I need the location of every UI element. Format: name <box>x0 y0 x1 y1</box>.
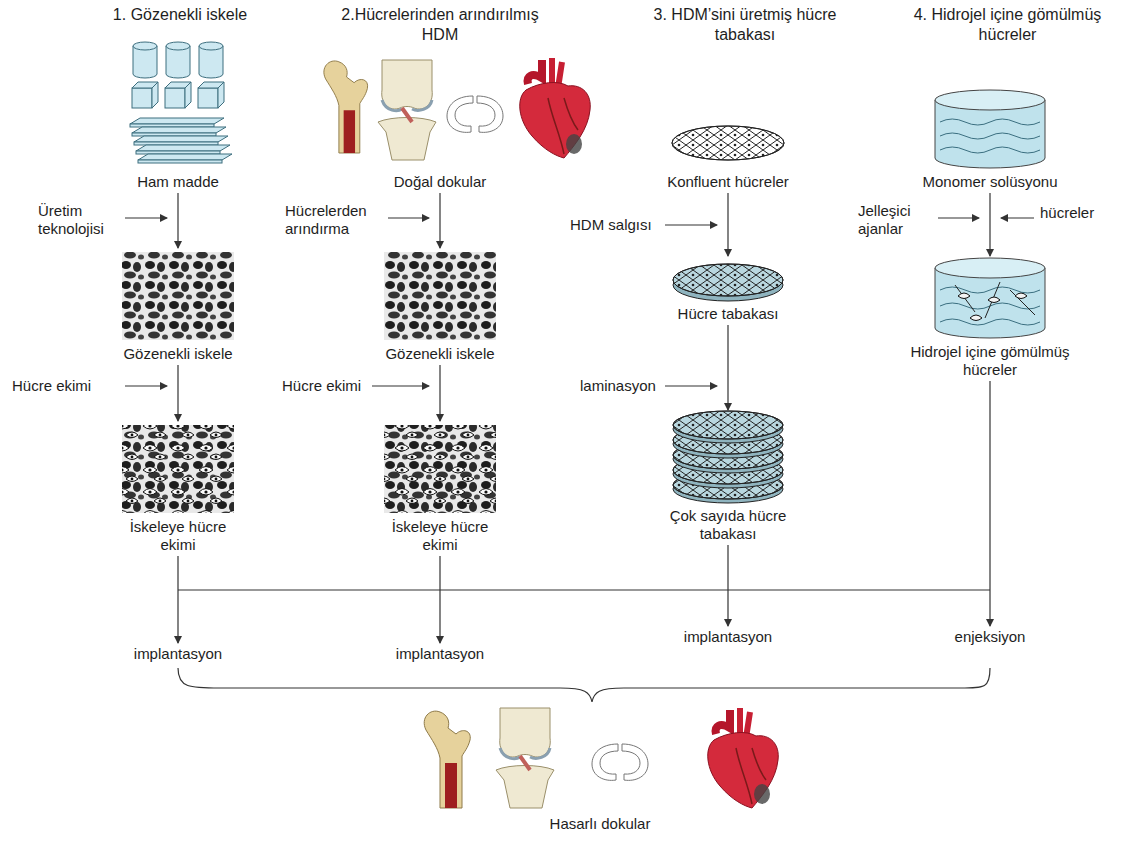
monomer-solution <box>935 90 1045 168</box>
flow-arrow <box>177 556 178 643</box>
stage-label: Doğal dokular <box>365 173 515 191</box>
stage-label: Hasarlı dokular <box>405 815 795 833</box>
stage-node: Hücre tabakası <box>663 258 793 323</box>
step-label: HDM salgısı <box>570 216 652 234</box>
column-heading: 1. Gözenekli iskele <box>100 5 260 25</box>
stage-node: Konfluent hücreler <box>653 120 803 191</box>
seeded-scaffold <box>122 425 496 513</box>
brace <box>178 668 990 702</box>
porous-scaffold <box>122 252 234 340</box>
stage-label: Gözenekli iskele <box>375 345 505 363</box>
raw-material <box>130 42 232 163</box>
tissue-icons <box>424 708 778 808</box>
step-label: Hücre ekimi <box>282 377 361 395</box>
flow-arrow <box>177 193 178 248</box>
stage-node: Doğal dokular <box>365 58 515 191</box>
stage-label: Gözenekli iskele <box>113 345 243 363</box>
porous-scaffold <box>384 252 496 340</box>
stage-label: Monomer solüsyonu <box>910 173 1070 191</box>
flow-arrow <box>989 193 990 256</box>
flow-arrow <box>727 193 728 256</box>
stage-node: Hasarlı dokular <box>405 705 795 833</box>
stage-node: Çok sayıda hücre tabakası <box>663 412 793 543</box>
stage-node: İskeleye hücre ekimi <box>118 423 238 554</box>
column-heading: 2.Hücrelerinden arındırılmış HDM <box>325 5 555 45</box>
stage-label: İskeleye hücre ekimi <box>118 518 238 554</box>
stage-label: implantasyon <box>375 645 505 663</box>
stage-label: Konfluent hücreler <box>653 173 803 191</box>
side-arrow <box>125 218 1034 386</box>
cell-sheet <box>672 126 784 301</box>
stage-label: Hidrojel içine gömülmüş hücreler <box>898 343 1083 379</box>
step-label: Üretim teknolojisi <box>38 202 123 238</box>
stage-node: Gözenekli iskele <box>113 250 243 363</box>
column-heading: 3. HDM’sini üretmiş hücre tabakası <box>630 5 860 45</box>
step-label: Hücre ekimi <box>12 377 91 395</box>
stage-node: implantasyon <box>113 645 243 663</box>
stage-label: implantasyon <box>663 628 793 646</box>
joining-line <box>178 589 990 590</box>
stage-label: Ham madde <box>113 173 243 191</box>
flow-arrow <box>727 545 728 626</box>
flow-arrow <box>439 365 440 421</box>
stage-label: enjeksiyon <box>925 628 1055 646</box>
stage-node: enjeksiyon <box>925 628 1055 646</box>
stage-label: implantasyon <box>113 645 243 663</box>
stage-node: Ham madde <box>113 40 243 191</box>
flow-arrow <box>177 365 178 421</box>
hydrogel <box>935 258 1045 338</box>
stage-node: İskeleye hücre ekimi <box>380 423 500 554</box>
tissue-icons <box>324 58 590 160</box>
stage-label: Hücre tabakası <box>663 305 793 323</box>
flow-arrow <box>727 325 728 410</box>
flow-arrow <box>439 556 440 643</box>
step-label: hücreler <box>1040 204 1094 222</box>
step-label: Jelleşici ajanlar <box>858 202 933 238</box>
stage-label: Çok sayıda hücre tabakası <box>663 507 793 543</box>
stage-node: implantasyon <box>663 628 793 646</box>
flow-arrow <box>439 193 440 248</box>
stage-label: İskeleye hücre ekimi <box>380 518 500 554</box>
column-heading: 4. Hidrojel içine gömülmüş hücreler <box>895 5 1120 45</box>
stage-node: Monomer solüsyonu <box>910 92 1070 191</box>
step-label: Hücrelerden arındırma <box>285 202 380 238</box>
stage-node: Hidrojel içine gömülmüş hücreler <box>898 258 1083 379</box>
flow-arrow <box>989 381 990 626</box>
stage-node: Gözenekli iskele <box>375 250 505 363</box>
cell-sheet-stack <box>673 411 783 503</box>
step-label: laminasyon <box>580 377 656 395</box>
stage-node: implantasyon <box>375 645 505 663</box>
